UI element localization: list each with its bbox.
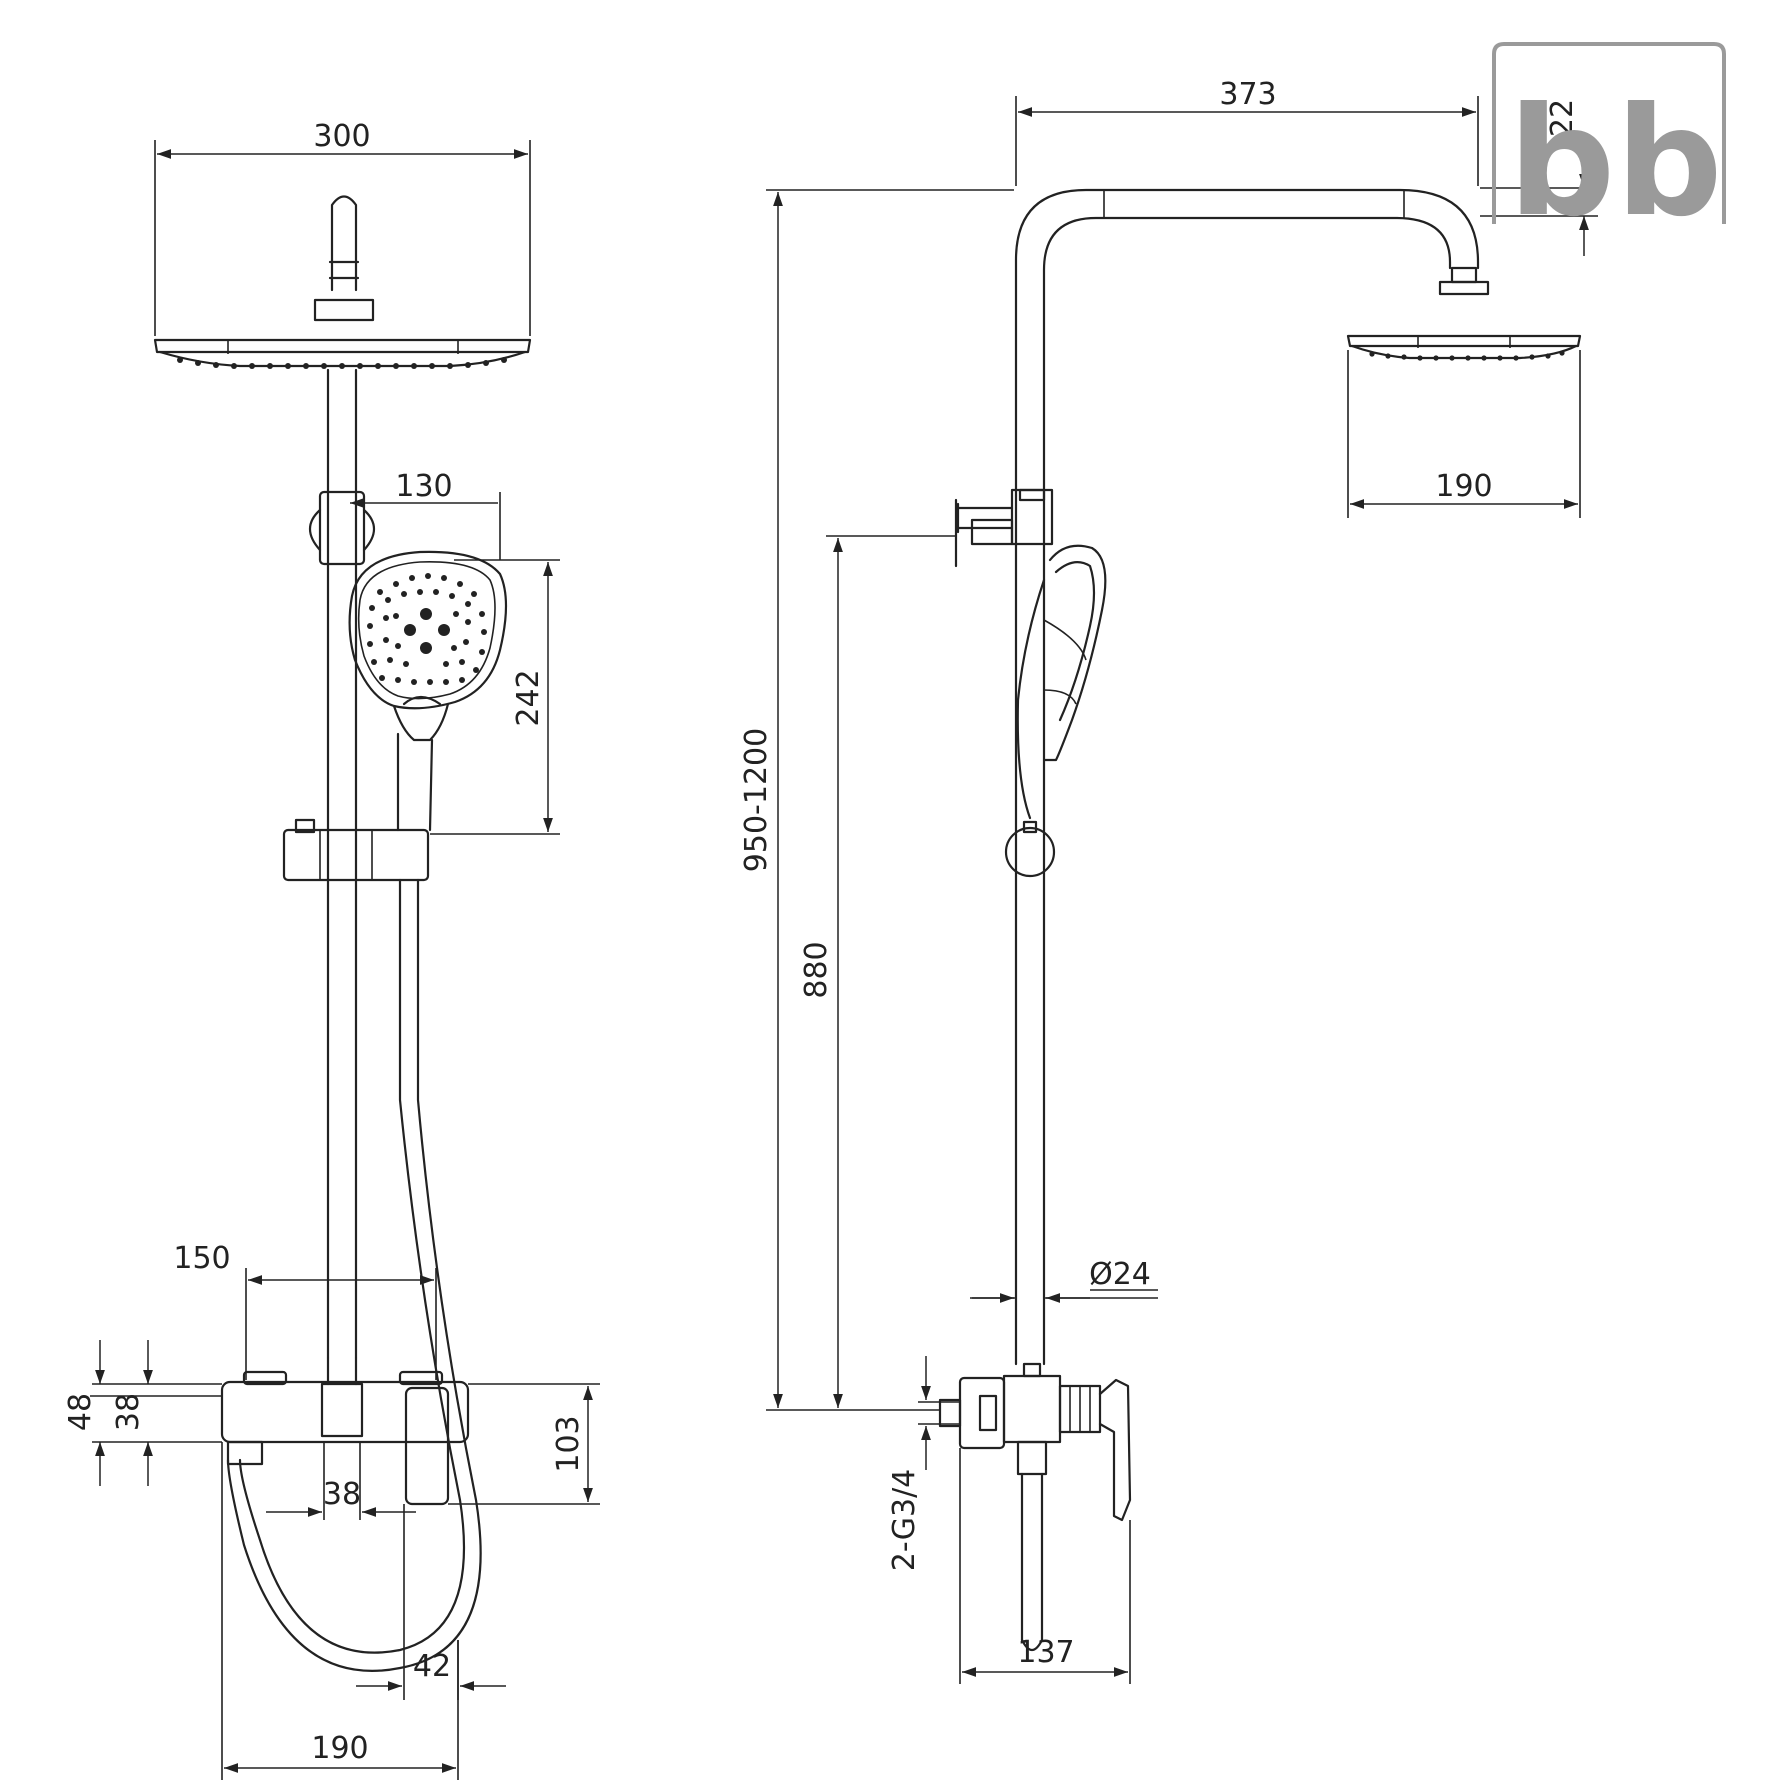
wall-bracket-side — [954, 488, 1054, 568]
slider-holder-front — [282, 818, 430, 882]
dim-mixer-depth: 137 — [1017, 1635, 1074, 1670]
logo-text: bb — [1508, 76, 1723, 250]
dim-front-width: 300 — [313, 119, 370, 154]
dim-handshower-length: 242 — [511, 669, 546, 726]
wall-bracket-front — [308, 490, 376, 566]
dim-handshower-offset: 130 — [395, 469, 452, 504]
hose-front — [238, 878, 466, 1654]
overhead-shower-head-front — [153, 338, 532, 369]
dim-body-height-inner: 38 — [111, 1393, 146, 1431]
dim-rail-diameter: Ø24 — [1089, 1257, 1151, 1292]
front-view: 300 130 242 150 48 38 103 38 42 190 — [63, 119, 600, 1780]
side-view: 373 22 190 950-1200 880 Ø24 2-G3/4 137 — [739, 77, 1598, 1684]
arm-and-rail-side — [1014, 188, 1480, 1366]
mixer-body-front — [220, 1356, 470, 1506]
dim-body-height-outer: 48 — [63, 1393, 98, 1431]
spray-holes — [367, 573, 487, 685]
mixer-side — [938, 1362, 1132, 1652]
dim-arm-length: 373 — [1219, 77, 1276, 112]
dim-head-diameter: 190 — [1435, 469, 1492, 504]
brand-logo: bb — [1492, 42, 1726, 250]
dim-connection: 2-G3/4 — [887, 1469, 922, 1572]
hand-shower-side — [1004, 544, 1107, 878]
front-dimension-lines — [90, 140, 600, 1780]
dim-body-width-front: 190 — [311, 1731, 368, 1766]
dim-inlet-spacing: 150 — [173, 1241, 230, 1276]
rail-front — [326, 368, 358, 1360]
side-dimension-lines — [766, 96, 1598, 1684]
hand-shower-front — [348, 550, 508, 832]
dim-holder-height: 880 — [799, 941, 834, 998]
overhead-shower-head-side — [1346, 266, 1582, 361]
dim-arm-rise: 22 — [1545, 99, 1580, 137]
dim-outlet-width: 38 — [323, 1477, 361, 1512]
dim-body-depth: 103 — [551, 1415, 586, 1472]
dim-wall-gap: 42 — [413, 1649, 451, 1684]
dim-overall-height: 950-1200 — [739, 728, 774, 872]
